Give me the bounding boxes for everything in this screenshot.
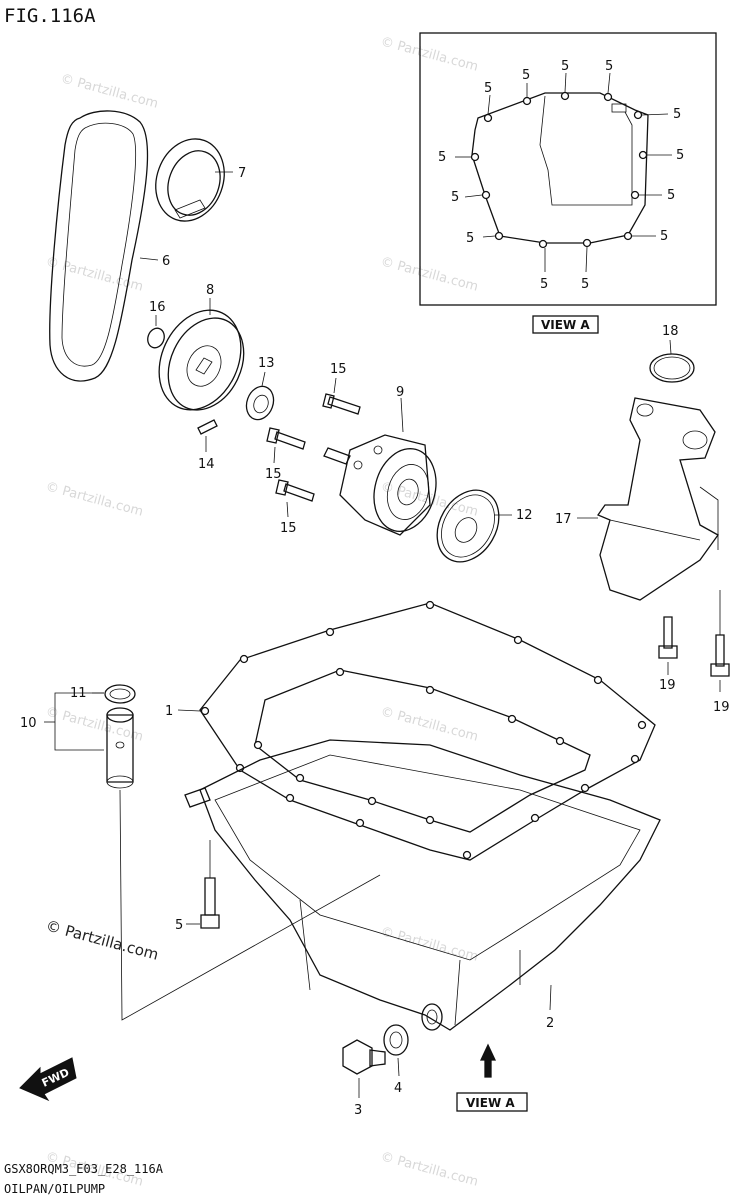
watermark: © Partzilla.com — [379, 1149, 480, 1189]
callout-13: 13 — [258, 356, 275, 371]
callout-5: 5 — [540, 277, 548, 292]
view-a-arrow: VIEW A — [456, 1043, 528, 1112]
watermark: © Partzilla.com — [379, 704, 480, 744]
part-7-seal: 7 — [155, 138, 246, 222]
callout-10: 10 — [20, 716, 37, 731]
part-14-pin: 14 — [197, 419, 218, 472]
callout-5: 5 — [451, 190, 459, 205]
part-2-oil-pan: 2 — [184, 739, 661, 1031]
callout-5: 5 — [466, 231, 474, 246]
watermark: © Partzilla.com — [44, 479, 145, 519]
footer-code: GSX8ORQM3_E03_E28_116A — [4, 1162, 164, 1176]
part-15-bolts: 15 15 15 — [265, 362, 361, 536]
part-18-oring: 18 — [649, 324, 695, 383]
callout-5: 5 — [667, 188, 675, 203]
callout-19: 19 — [659, 678, 676, 693]
case-outline — [471, 92, 649, 244]
part-19-bolts: 19 19 — [658, 590, 730, 715]
watermark: © Partzilla.com — [379, 254, 480, 294]
callout-14: 14 — [198, 457, 215, 472]
callout-4: 4 — [394, 1081, 402, 1096]
callout-9: 9 — [396, 385, 404, 400]
part-9-oil-pump: 9 — [323, 385, 437, 536]
callout-15: 15 — [265, 467, 282, 482]
callout-5: 5 — [673, 107, 681, 122]
view-a-leaders — [455, 72, 672, 273]
callout-5: 5 — [660, 229, 668, 244]
callout-15: 15 — [280, 521, 297, 536]
view-a-tag — [532, 315, 599, 334]
callout-6: 6 — [162, 254, 170, 269]
footer-section: OILPAN/OILPUMP — [4, 1182, 105, 1196]
callout-19: 19 — [713, 700, 730, 715]
callout-2: 2 — [546, 1016, 554, 1031]
part-10-relief-valve: 11 10 — [20, 684, 381, 1021]
callout-7: 7 — [238, 166, 246, 181]
part-5-bolt: 5 — [175, 840, 220, 933]
part-4-washer: 4 — [383, 1024, 409, 1096]
callout-3: 3 — [354, 1103, 362, 1118]
view-a-bottom-tag — [456, 1092, 528, 1112]
case-inner — [539, 95, 633, 206]
callout-1: 1 — [165, 704, 173, 719]
part-12-oring: 12 — [436, 489, 533, 563]
part-16-ring: 16 — [147, 300, 166, 349]
part-17-strainer: 17 — [555, 397, 719, 601]
view-a-detail: 5 5 5 5 5 5 5 5 5 5 5 5 5 VIEW A — [419, 32, 717, 334]
figure-title: FIG.116A — [4, 5, 96, 27]
view-a-frame — [419, 32, 717, 306]
callout-8: 8 — [206, 283, 214, 298]
view-a-tag-label: VIEW A — [541, 318, 590, 332]
callout-11: 11 — [70, 686, 87, 701]
case-boss — [611, 103, 627, 113]
watermark-main: © Partzilla.com — [44, 916, 160, 963]
callout-5: 5 — [438, 150, 446, 165]
part-1-gasket: 1 — [165, 600, 656, 861]
part-6-chain: 6 — [49, 110, 170, 382]
callout-5: 5 — [581, 277, 589, 292]
callout-16: 16 — [149, 300, 166, 315]
fwd-arrow: FWD — [19, 1057, 77, 1102]
callout-5: 5 — [605, 59, 613, 74]
watermark: © Partzilla.com — [59, 71, 160, 111]
watermarks: © Partzilla.com © Partzilla.com © Partzi… — [44, 34, 480, 1189]
watermark: © Partzilla.com — [379, 34, 480, 74]
callout-5: 5 — [175, 918, 183, 933]
callout-5: 5 — [484, 81, 492, 96]
part-3-drain-plug: 3 — [342, 1039, 386, 1118]
callout-18: 18 — [662, 324, 679, 339]
part-8-gear: 8 — [158, 283, 245, 411]
bolt-holes — [470, 91, 648, 249]
callout-17: 17 — [555, 512, 572, 527]
callout-12: 12 — [516, 508, 533, 523]
callout-15: 15 — [330, 362, 347, 377]
view-a-bottom-label: VIEW A — [466, 1096, 515, 1110]
part-13-washer: 13 — [245, 356, 275, 421]
callout-5: 5 — [676, 148, 684, 163]
callout-5: 5 — [561, 59, 569, 74]
callout-5: 5 — [522, 68, 530, 83]
view-a-labels: 5 5 5 5 5 5 5 5 5 5 5 5 5 — [438, 59, 684, 292]
